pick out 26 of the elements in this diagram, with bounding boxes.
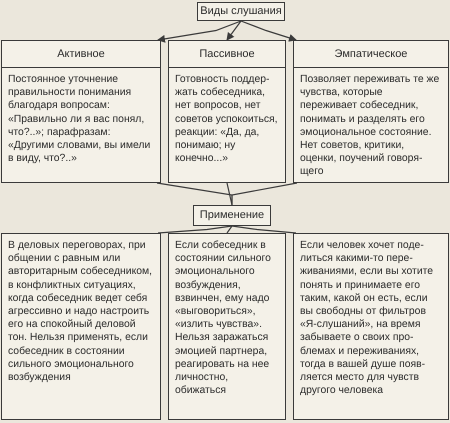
heading-box: [193, 205, 271, 226]
card-heading: Активное: [2, 41, 160, 68]
body-text: Постоянное уточнение правильности понимания благодаря вопросам: «Правильно ли я вас понял, что?..»; парафразам: «Другими словами, вы имели в виду, что?..»: [7, 73, 152, 166]
connector-line: [158, 225, 232, 234]
body-text: Если человек хочет поде- литься какими-то пере- живаниями, если вы хотите понять и принимаете его таким, какой он есть, если вы свободны от фильтров «Я-слушаний», на время забываете о своих про- блемах и переживаниях, тогда в вашей душе появ- ляется место для чувств другого человека: [299, 239, 434, 398]
description-box: [168, 233, 286, 420]
card-heading: Эмпатическое: [294, 41, 448, 68]
listening-type-card: [1, 40, 161, 183]
listening-type-card: [293, 40, 449, 183]
connector-line: [231, 182, 298, 205]
description-box: [293, 233, 449, 420]
connector-line: [232, 225, 296, 234]
connector-line: [226, 182, 233, 206]
listening-type-card: [168, 40, 286, 183]
card-heading: Пассивное: [169, 41, 285, 68]
heading-text: Виды слушания: [199, 4, 283, 19]
body-text: В деловых переговорах, при общении с равным или авторитарным собеседником, в конфликтных ситуациях, когда собеседник ведет себя агрессивно и надо настроить его на спокойный деловой тон. Нельзя применять, если собеседник в состоянии сильного эмоционального возбуждения: [7, 239, 154, 386]
body-text: Позволяет переживать те же чувства, которые переживает собеседник, понимать и разделять его эмоциональное состояние. Нет советов, критики, оценки, поучений говоря- щего: [299, 73, 440, 180]
body-text: Если собеседник в состоянии сильного эмоционального возбуждения, взвинчен, ему надо «выговориться», «излить чувства». Нельзя заражаться эмоцией партнера, реагировать на нее личностно, обижаться: [174, 239, 272, 398]
body-text: Готовность поддер- жать собеседника, нет вопросов, нет советов успокоиться, реакции: «Да, да, понимаю; ну конечно...»: [174, 73, 279, 166]
heading-text: Применение: [198, 208, 266, 223]
arrow: [226, 20, 242, 41]
description-box: [1, 233, 161, 420]
arrow: [157, 20, 242, 43]
connector-line: [226, 226, 232, 234]
arrow: [240, 20, 297, 42]
